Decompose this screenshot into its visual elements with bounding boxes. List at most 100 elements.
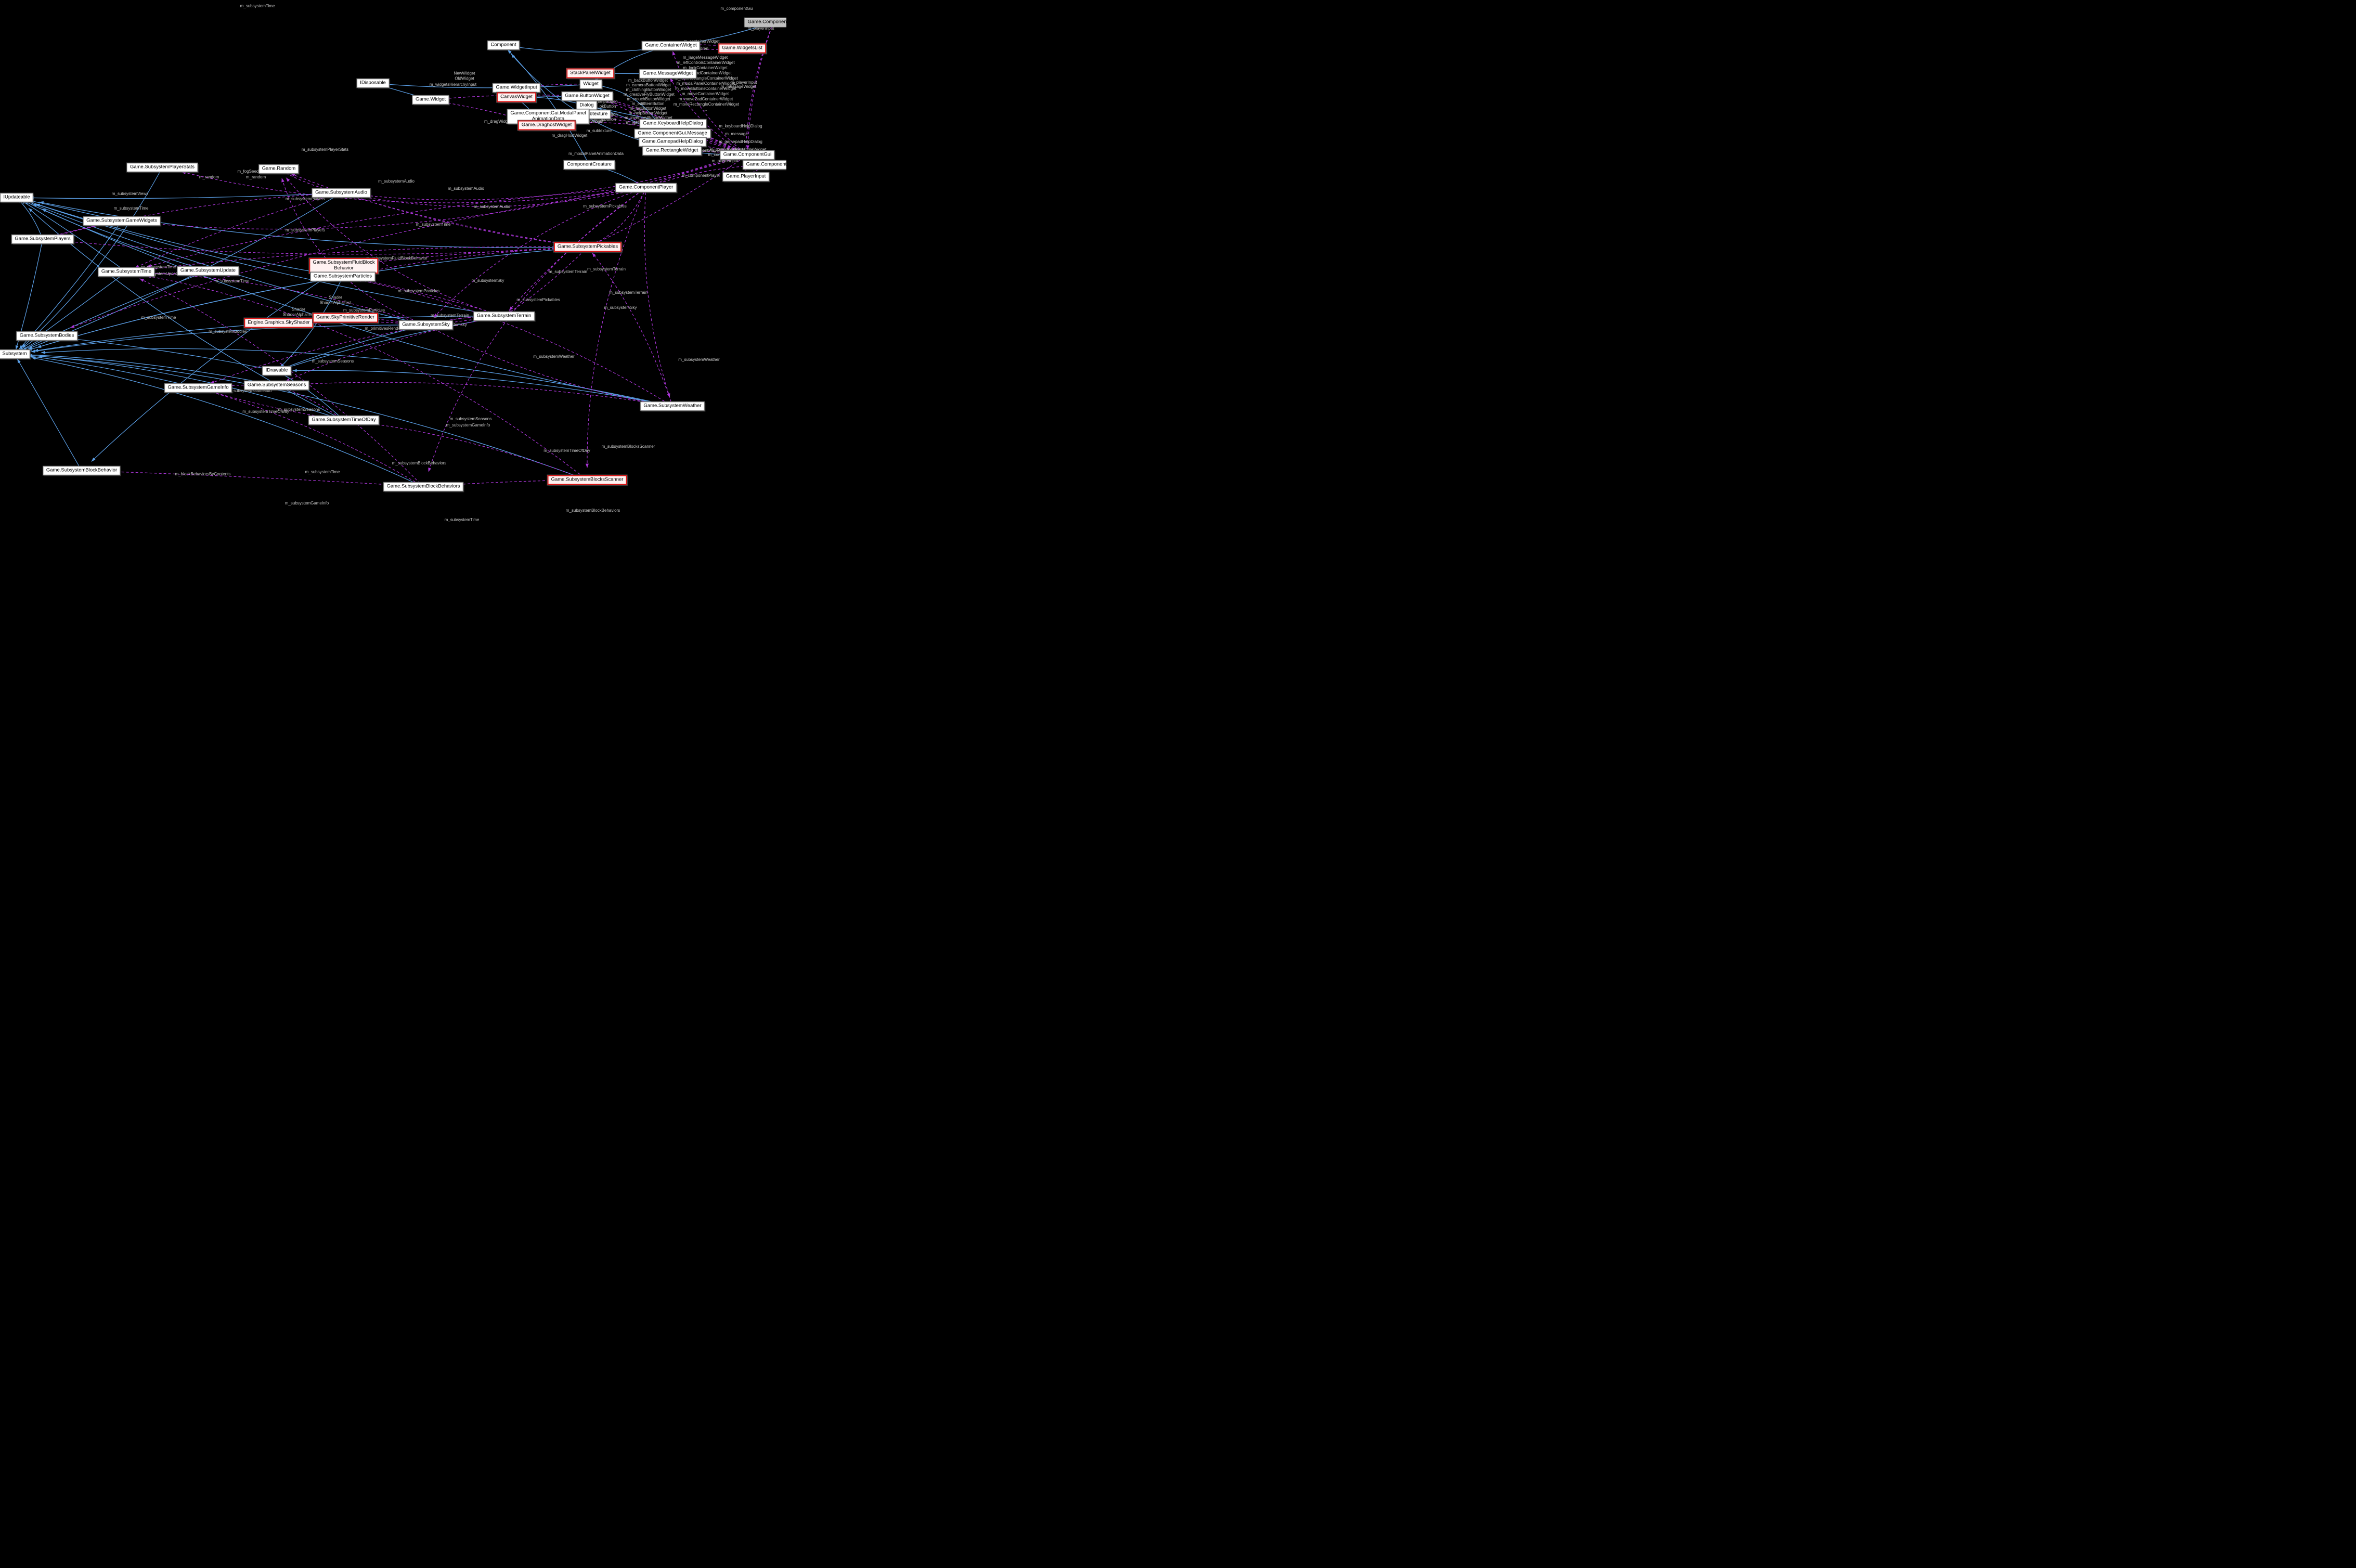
graph-node-canvasWidget[interactable]: CanvasWidget <box>496 92 537 103</box>
edge-subsystemAudio-to-subsystem <box>28 192 342 349</box>
graph-node-subsystem[interactable]: Subsystem <box>0 349 31 359</box>
edge-subsystemBlocksScanner-to-subsystemTimeOfDay <box>354 420 588 481</box>
graph-node-keyboardHelpDialog[interactable]: Game.KeyboardHelpDialog <box>639 119 707 129</box>
graph-node-widgetsList[interactable]: Game.WidgetsList <box>718 43 767 54</box>
graph-node-iupdateable[interactable]: IUpdateable <box>0 192 34 203</box>
edge-subsystemPickables-to-random <box>290 173 588 248</box>
graph-node-skyShader[interactable]: Engine.Graphics.SkyShader <box>243 317 314 329</box>
graph-node-playerInput[interactable]: Game.PlayerInput <box>722 172 770 182</box>
edge-subsystemBlockBehavior-to-subsystem <box>17 358 82 471</box>
edge-subsystemWeather-to-subsystemSeasons <box>292 382 673 407</box>
graph-node-fluidBlockBehavior[interactable]: Game.SubsystemFluidBlock Behavior <box>308 257 379 274</box>
graph-node-subsystemTerrain[interactable]: Game.SubsystemTerrain <box>473 311 535 321</box>
graph-node-componentInputWhite[interactable]: Game.ComponentInput <box>742 160 786 170</box>
graph-node-subsystemBlockBehavior[interactable]: Game.SubsystemBlockBehavior <box>42 465 121 476</box>
edge-subsystemParticles-to-iupdateable <box>29 201 343 277</box>
graph-node-subsystemPickables[interactable]: Game.SubsystemPickables <box>553 241 623 253</box>
edge-subsystemAudio-to-subsystemPlayers <box>54 192 342 237</box>
graph-node-subsystemGameWidgets[interactable]: Game.SubsystemGameWidgets <box>83 216 161 226</box>
graph-node-random[interactable]: Game.Random <box>258 164 300 174</box>
edge-componentPlayer-to-subsystemWeather <box>644 187 670 398</box>
edges-layer <box>15 22 774 488</box>
edge-subsystemSky-to-skyPrimitiveRender <box>348 316 426 326</box>
edge-subsystemSky-to-random <box>281 178 426 326</box>
edge-subsystemBlockBehaviors-to-subsystemBlockBehavior <box>95 470 424 487</box>
edge-componentPlayer-to-subsystemBlockBehaviors <box>428 187 646 472</box>
graph-node-componentPlayer[interactable]: Game.ComponentPlayer <box>615 183 677 193</box>
edge-componentGui-to-componentPlayer <box>650 154 748 187</box>
edge-subsystemGameInfo-to-subsystemTimeOfDay <box>198 387 338 421</box>
edge-componentGui-to-subsystemGameWidgets <box>147 154 748 230</box>
edge-subsystemWeather-to-subsystemPickables <box>592 252 673 407</box>
graph-node-containerWidget[interactable]: Game.ContainerWidget <box>641 41 701 51</box>
edge-subsystemTerrain-to-idrawable <box>286 316 504 369</box>
graph-node-gamepadHelpDialog[interactable]: Game.GamepadHelpDialog <box>638 137 707 147</box>
edge-componentPlayer-to-subsystemPickables <box>590 187 646 246</box>
graph-node-gameWidget[interactable]: Game.Widget <box>411 95 450 105</box>
edge-subsystemPlayerStats-to-subsystem <box>21 167 163 348</box>
edge-subsystemBlockBehaviors-to-subsystemGameInfo <box>208 390 424 487</box>
graph-node-componentCreature[interactable]: ComponentCreature <box>563 160 616 170</box>
graph-node-subsystemBlockBehaviors[interactable]: Game.SubsystemBlockBehaviors <box>383 482 464 492</box>
graph-node-idrawable[interactable]: IDrawable <box>262 366 292 376</box>
graph-node-draghostWidget[interactable]: Game.DraghostWidget <box>517 120 576 131</box>
edge-subsystemParticles-to-idrawable <box>279 276 343 368</box>
edge-subsystemTerrain-to-subsystemParticles <box>349 277 504 317</box>
edge-fluidBlockBehavior-to-subsystemBlockBehavior <box>91 265 344 462</box>
graph-node-subsystemPlayers[interactable]: Game.SubsystemPlayers <box>11 234 74 244</box>
graph-node-subsystemTimeOfDay[interactable]: Game.SubsystemTimeOfDay <box>308 415 380 425</box>
edge-subsystemTimeOfDay-to-idrawable <box>279 372 344 421</box>
graph-node-subsystemParticles[interactable]: Game.SubsystemParticles <box>310 271 376 282</box>
edge-componentPlayer-to-subsystemBlocksScanner <box>585 187 646 468</box>
edge-subsystemGameInfo-to-subsystem <box>22 354 199 388</box>
graph-node-componentGui[interactable]: Game.ComponentGui <box>719 150 775 160</box>
graph-node-subsystemSky[interactable]: Game.SubsystemSky <box>398 320 454 330</box>
graph-node-subsystemGameInfo[interactable]: Game.SubsystemGameInfo <box>164 383 232 393</box>
edge-subsystemWeather-to-iupdateable <box>42 209 673 407</box>
graph-node-componentGuiMessage[interactable]: Game.ComponentGui.Message <box>634 128 711 139</box>
edge-componentGui-to-containerWidget <box>672 50 748 155</box>
graph-node-subsystemTime[interactable]: Game.SubsystemTime <box>97 267 156 277</box>
edge-subsystemAudio-to-iupdateable <box>29 192 342 200</box>
edge-subsystemSeasons-to-subsystem <box>25 353 277 386</box>
edge-subsystemBlocksScanner-to-subsystem <box>38 355 588 481</box>
edge-subsystemAudio-to-random <box>281 170 342 193</box>
edge-subsystemTerrain-to-subsystemSeasons <box>285 316 504 382</box>
edge-subsystemSky-to-subsystem <box>31 325 426 353</box>
edge-subsystemSky-to-subsystemWeather <box>425 325 663 406</box>
edge-subsystemPickables-to-subsystemPlayers <box>64 240 588 255</box>
edge-componentCreature-to-component <box>507 49 590 165</box>
graph-node-subsystemBlocksScanner[interactable]: Game.SubsystemBlocksScanner <box>547 474 628 486</box>
graph-node-dialog[interactable]: Dialog <box>576 100 598 111</box>
edge-subsystemWeather-to-subsystem <box>41 348 673 407</box>
edge-subsystemBlocksScanner-to-subsystemTime <box>147 275 588 481</box>
graph-node-widget[interactable]: Widget <box>579 79 602 89</box>
graph-node-rectangleWidget[interactable]: Game.RectangleWidget <box>642 146 702 156</box>
graph-node-stackPanelWidget[interactable]: StackPanelWidget <box>566 68 615 79</box>
graph-node-skyPrimitiveRender[interactable]: Game.SkyPrimitiveRender <box>312 312 379 323</box>
graph-node-messageWidget[interactable]: Game.MessageWidget <box>639 69 697 79</box>
graph-node-subsystemWeather[interactable]: Game.SubsystemWeather <box>640 401 705 411</box>
edge-subsystemGameWidgets-to-subsystemPlayers <box>45 221 122 239</box>
graph-node-buttonWidget[interactable]: Game.ButtonWidget <box>561 91 613 101</box>
graph-node-componentInputGray[interactable]: Game.ComponentInput <box>744 17 786 28</box>
edge-subsystemSky-to-idrawable <box>282 325 426 369</box>
edge-subsystemBlockBehaviors-to-subsystem <box>31 357 424 487</box>
edge-subsystemPickables-to-subsystem <box>37 247 588 348</box>
graph-node-subsystemUpdate[interactable]: Game.SubsystemUpdate <box>176 266 240 276</box>
graph-node-component[interactable]: Component <box>487 40 520 50</box>
edge-subsystemWeather-to-subsystemParticles <box>356 279 673 407</box>
edge-subsystemTimeOfDay-to-subsystem <box>28 354 344 421</box>
edge-componentPlayer-to-subsystemAudio <box>353 187 646 208</box>
graph-node-idisposable[interactable]: IDisposable <box>356 78 390 88</box>
graph-node-subsystemAudio[interactable]: Game.SubsystemAudio <box>312 188 371 198</box>
graph-node-subsystemSeasons[interactable]: Game.SubsystemSeasons <box>243 380 310 391</box>
edge-subsystemTime-to-iupdateable <box>21 200 127 273</box>
graph-node-subsystemPlayerStats[interactable]: Game.SubsystemPlayerStats <box>126 162 199 173</box>
edge-componentGui-to-subsystemAudio <box>357 154 748 201</box>
edge-subsystemTime-to-subsystem <box>19 271 127 352</box>
edge-subsystemTerrain-to-random <box>286 177 504 317</box>
graph-node-subsystemBodies[interactable]: Game.SubsystemBodies <box>16 331 78 341</box>
graph-node-gameWidgetInput[interactable]: Game.WidgetInput <box>492 83 541 93</box>
